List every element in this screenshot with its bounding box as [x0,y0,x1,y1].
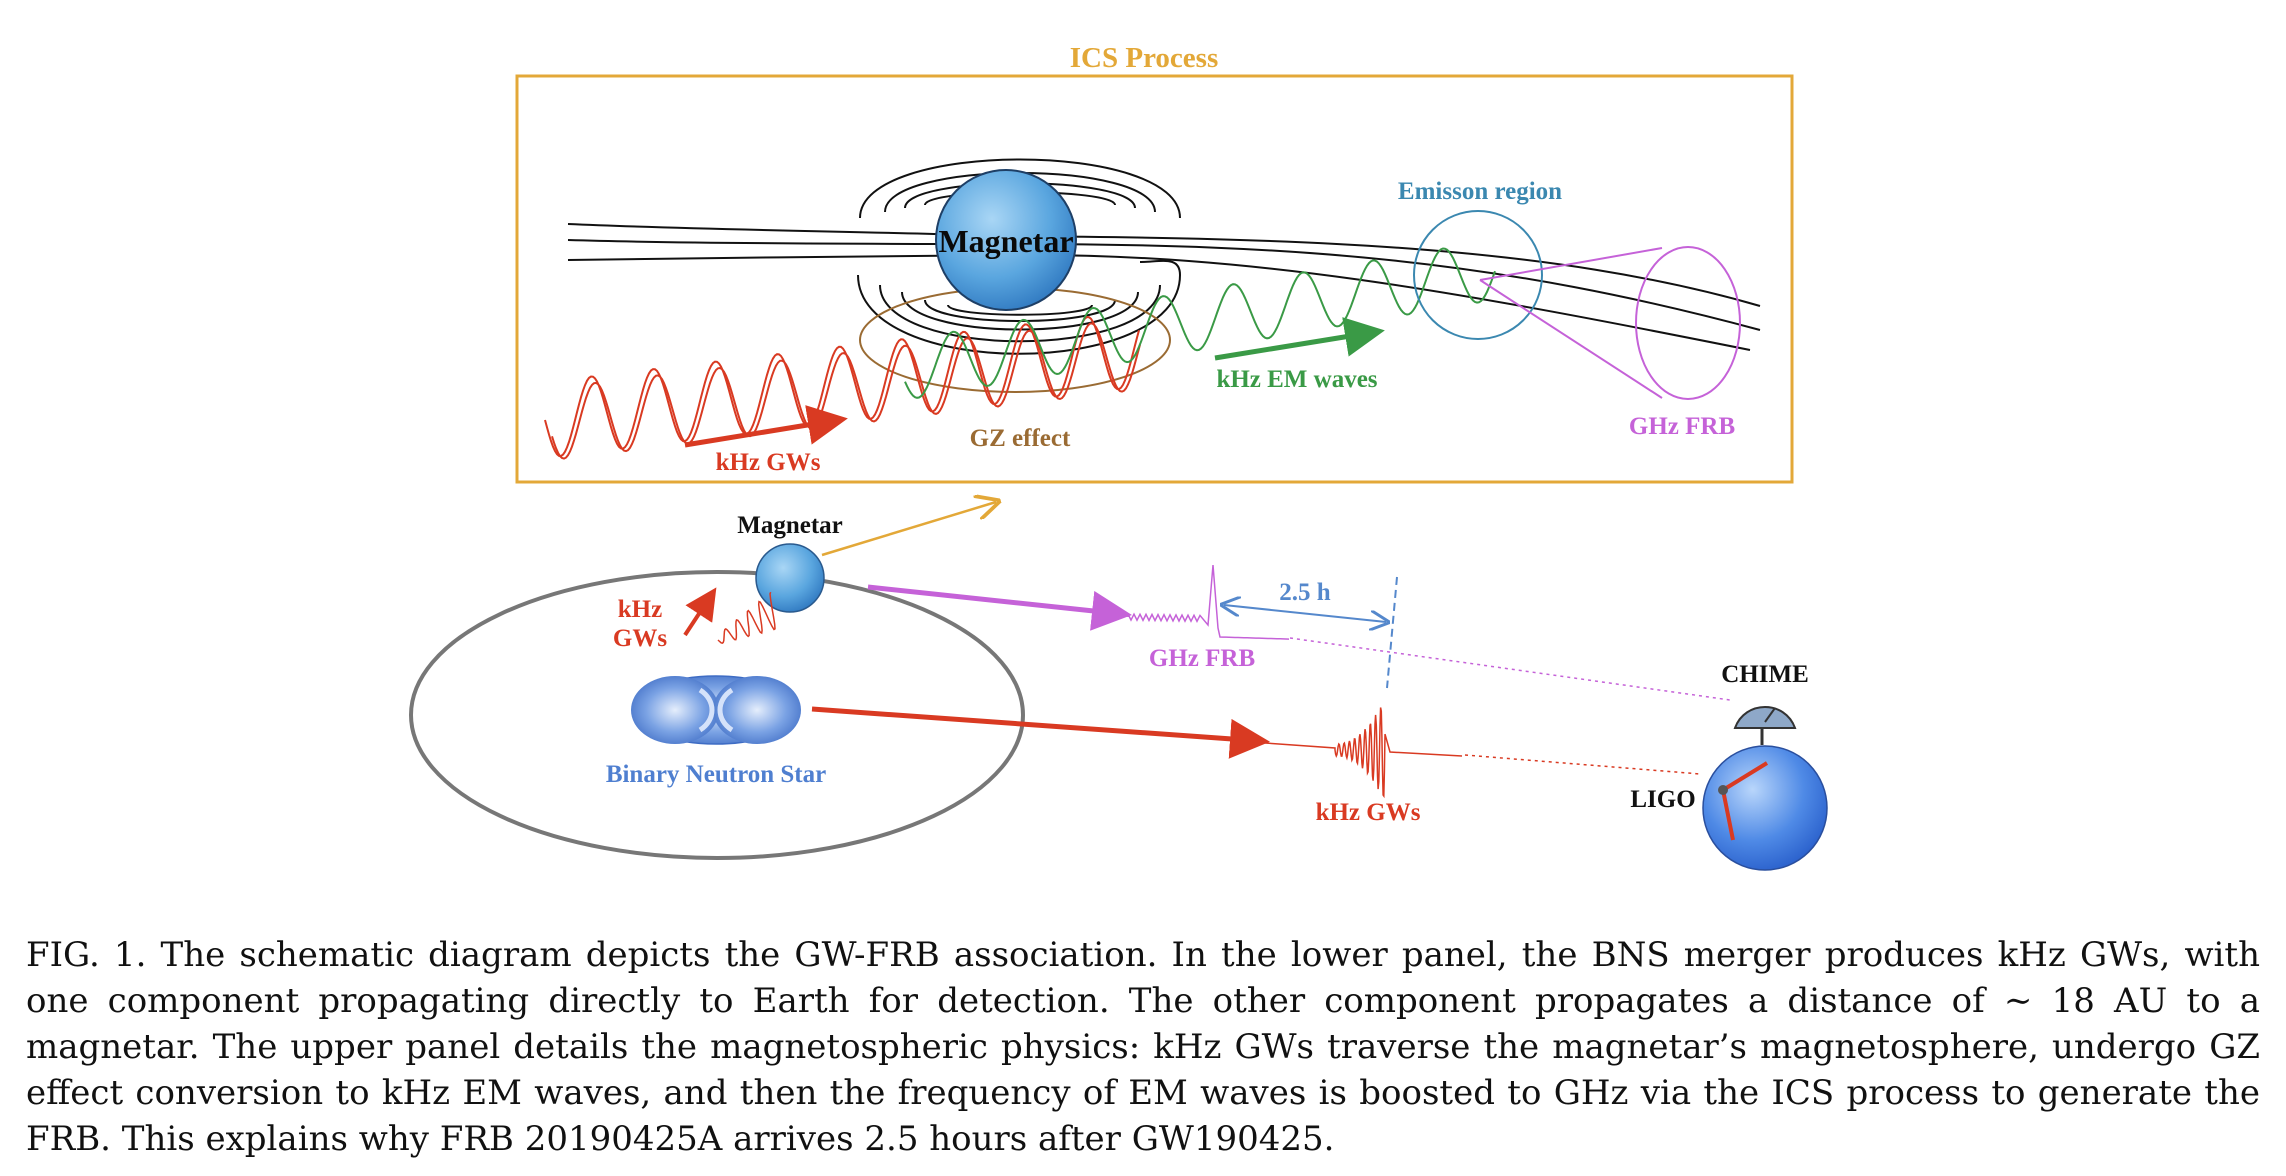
gw-signal [1264,707,1463,799]
khz-gws-lower-arrow [683,587,717,637]
delay-arrow [1224,605,1386,622]
khz-em-waves-arrow [1214,317,1385,361]
frb-signal [1127,564,1290,640]
ics-process-title: ICS Process [1070,42,1218,74]
open-field-lines [567,223,1761,351]
binary-neutron-star [631,675,801,745]
gw-path-arrow [811,706,1270,759]
figure-caption: FIG. 1. The schematic diagram depicts th… [26,935,2260,1159]
ligo-vertex-icon [1718,785,1728,795]
em-wave-upper [904,247,1496,399]
frb-beam-cone [1479,246,1741,400]
zoom-arrow [821,502,996,557]
gz-effect-label: GZ effect [970,425,1071,452]
chime-label: CHIME [1721,661,1809,688]
schematic-figure: ICS Process GZ effect Magnetar Emisson r… [409,42,1828,871]
magnetar-lower [755,543,825,613]
khz-gws-lower-left-2: GWs [613,625,667,652]
binary-neutron-star-label: Binary Neutron Star [606,761,826,788]
ligo-detector-icon [1721,761,1769,841]
ghz-frb-upper-label: GHz FRB [1629,413,1735,440]
chime-dish-icon [1733,706,1797,745]
magnetar-upper [935,169,1077,311]
frb-dotted-path [1289,637,1731,701]
orbit-ellipse [409,570,1025,860]
delay-label: 2.5 h [1279,579,1331,606]
emission-region-label: Emisson region [1398,178,1562,205]
emission-region [1413,210,1543,340]
ligo-label: LIGO [1630,786,1695,813]
ics-process-box [515,74,1794,484]
delay-marker-line [1386,576,1398,689]
gw-dotted-path [1464,754,1701,775]
ghz-frb-lower-label: GHz FRB [1149,645,1255,672]
frb-path-arrow [867,584,1132,631]
magnetar-lower-label: Magnetar [737,512,843,539]
khz-gws-upper-arrow [684,405,848,448]
gw-chirp-small [717,591,776,645]
khz-em-waves-label: kHz EM waves [1216,366,1377,393]
khz-gws-upper-label: kHz GWs [716,449,821,476]
gw-wave-upper [544,315,1141,460]
magnetar-upper-label: Magnetar [938,223,1073,259]
khz-gws-lower-label: kHz GWs [1316,799,1421,826]
khz-gws-lower-left-1: kHz [618,596,662,623]
